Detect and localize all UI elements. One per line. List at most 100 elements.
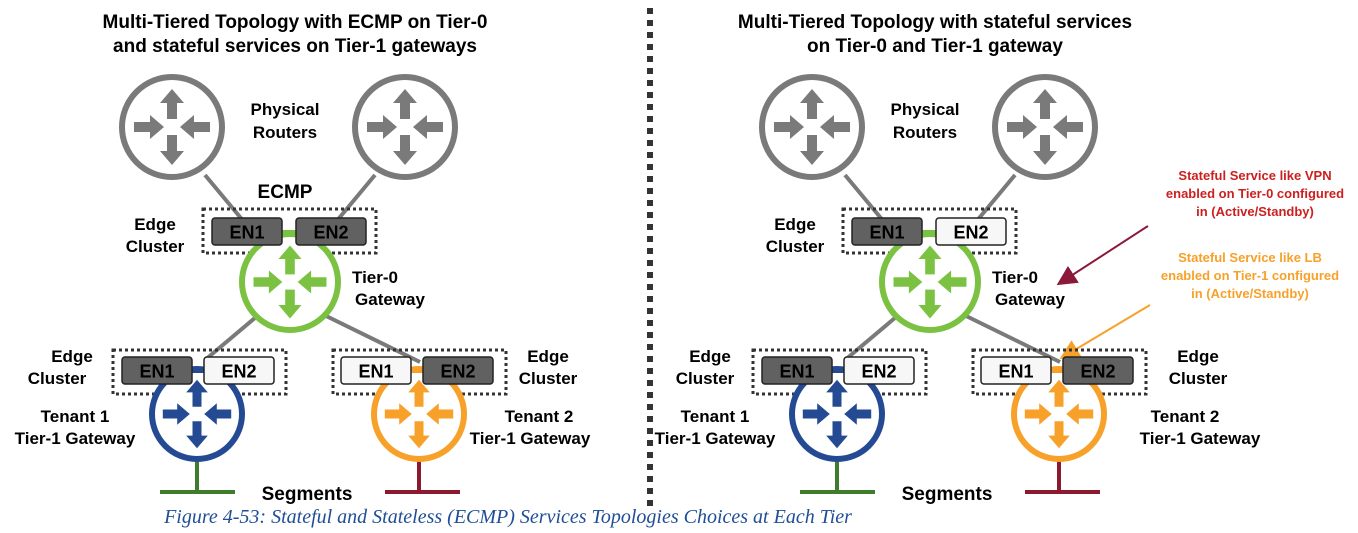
right-segments-label: Segments — [902, 484, 993, 505]
right-en-link-t1b — [1051, 369, 1063, 373]
arrow-left-icon — [204, 403, 232, 425]
router-arrows-icon — [759, 74, 865, 180]
left-ecmp-label: ECMP — [258, 182, 313, 203]
edge-node-rect — [761, 356, 833, 385]
arrow-up-icon — [918, 245, 942, 275]
edge-node-box: EN2 — [1062, 356, 1134, 385]
arrow-up-icon — [160, 89, 184, 119]
router-arrows-icon — [371, 366, 467, 462]
right-edge-cluster-top-1: Edge — [774, 215, 816, 234]
left-en-link-t1b — [411, 369, 423, 373]
left-title-line1: Multi-Tiered Topology with ECMP on Tier-… — [103, 12, 488, 33]
arrow-left-icon — [937, 270, 967, 294]
left-edge-cluster-t1b-1: Edge — [527, 347, 569, 366]
left-link-t0-t1b — [317, 310, 421, 364]
left-link-r2-en2 — [333, 173, 377, 225]
arrow-right-icon — [774, 115, 804, 139]
left-link-t0-t1a — [203, 310, 264, 362]
arrow-down-icon — [826, 421, 848, 449]
arrow-down-icon — [800, 135, 824, 165]
right-panel: Multi-Tiered Topology with stateful serv… — [655, 12, 1344, 505]
edge-node-box: EN2 — [422, 356, 494, 385]
left-tenant1-label-1: Tenant 1 — [41, 407, 110, 426]
right-edge-cluster-t1b-1: Edge — [1177, 347, 1219, 366]
left-edge-cluster-t1a-2: Cluster — [28, 369, 87, 388]
right-edge-cluster-t1b-2: Cluster — [1169, 369, 1228, 388]
router-arrows-icon — [789, 366, 885, 462]
arrow-up-icon — [408, 379, 430, 407]
left-physical-label-2: Routers — [253, 123, 317, 142]
arrow-right-icon — [1024, 403, 1052, 425]
edge-node-rect — [980, 356, 1052, 385]
right-tenant2-label-1: Tenant 2 — [1151, 407, 1220, 426]
edge-node-label: EN2 — [221, 362, 256, 382]
arrow-right-icon — [802, 403, 830, 425]
left-edge-cluster-t1a-box — [111, 348, 288, 396]
edge-node-label: EN1 — [779, 362, 814, 382]
left-edge-cluster-t1a-1: Edge — [51, 347, 93, 366]
edge-node-label: EN2 — [953, 223, 988, 243]
edge-node-label: EN1 — [998, 362, 1033, 382]
vpn-annotation-3: in (Active/Standby) — [1196, 204, 1314, 219]
edge-node-label: EN1 — [869, 223, 904, 243]
arrow-right-icon — [893, 270, 923, 294]
arrow-right-icon — [253, 270, 283, 294]
arrow-right-icon — [1007, 115, 1037, 139]
right-title-line1: Multi-Tiered Topology with stateful serv… — [738, 12, 1132, 33]
arrow-left-icon — [426, 403, 454, 425]
left-en-link-t1a — [192, 369, 204, 373]
right-en-link-top — [922, 230, 936, 234]
edge-node-box: EN1 — [761, 356, 833, 385]
right-title-line2: on Tier-0 and Tier-1 gateway — [807, 36, 1063, 57]
arrow-down-icon — [408, 421, 430, 449]
arrow-right-icon — [384, 403, 412, 425]
figure-caption: Figure 4-53: Stateful and Stateless (ECM… — [163, 506, 852, 528]
right-tenant1-label-1: Tenant 1 — [681, 407, 750, 426]
right-edge-cluster-t1a-2: Cluster — [676, 369, 735, 388]
arrow-up-icon — [186, 379, 208, 407]
arrow-up-icon — [826, 379, 848, 407]
left-edge-cluster-t1b-box — [331, 348, 508, 396]
router-arrows-icon — [992, 74, 1098, 180]
edge-node-rect — [851, 217, 923, 246]
arrow-up-icon — [1048, 379, 1070, 407]
right-link-t0-t1a — [843, 310, 904, 362]
router-arrows-icon — [352, 74, 458, 180]
edge-node-label: EN2 — [1080, 362, 1115, 382]
edge-node-rect — [422, 356, 494, 385]
arrow-up-icon — [393, 89, 417, 119]
router-arrows-icon — [119, 74, 225, 180]
lb-annotation-1: Stateful Service like LB — [1178, 250, 1322, 265]
edge-node-box: EN2 — [935, 217, 1007, 246]
edge-node-rect — [340, 356, 412, 385]
left-segments-label: Segments — [262, 484, 353, 505]
edge-node-label: EN2 — [313, 223, 348, 243]
left-edge-cluster-top-1: Edge — [134, 215, 176, 234]
router-arrows-icon — [149, 366, 245, 462]
arrow-down-icon — [160, 135, 184, 165]
vpn-annotation-1: Stateful Service like VPN — [1178, 168, 1331, 183]
arrow-right-icon — [134, 115, 164, 139]
right-tier0-label-2: Gateway — [995, 290, 1065, 309]
arrow-left-icon — [1066, 403, 1094, 425]
arrow-down-icon — [1048, 421, 1070, 449]
left-edge-cluster-top-box — [201, 207, 378, 255]
edge-node-rect — [211, 217, 283, 246]
left-physical-label-1: Physical — [251, 100, 320, 119]
arrow-left-icon — [180, 115, 210, 139]
right-tenant1-label-2: Tier-1 Gateway — [655, 429, 776, 448]
edge-node-box: EN1 — [121, 356, 193, 385]
left-en-link-top — [282, 230, 296, 234]
left-tier0-label-1: Tier-0 — [352, 268, 398, 287]
right-edge-cluster-t1a-1: Edge — [689, 347, 731, 366]
edge-node-rect — [935, 217, 1007, 246]
lb-annotation-arrow — [1059, 304, 1151, 360]
edge-node-box: EN2 — [203, 356, 275, 385]
right-edge-cluster-t1b-box — [971, 348, 1148, 396]
arrow-left-icon — [844, 403, 872, 425]
edge-node-label: EN1 — [358, 362, 393, 382]
vpn-annotation-arrow — [1056, 225, 1149, 286]
right-edge-cluster-top-box — [841, 207, 1018, 255]
left-tenant2-label-2: Tier-1 Gateway — [470, 429, 591, 448]
arrow-left-icon — [297, 270, 327, 294]
